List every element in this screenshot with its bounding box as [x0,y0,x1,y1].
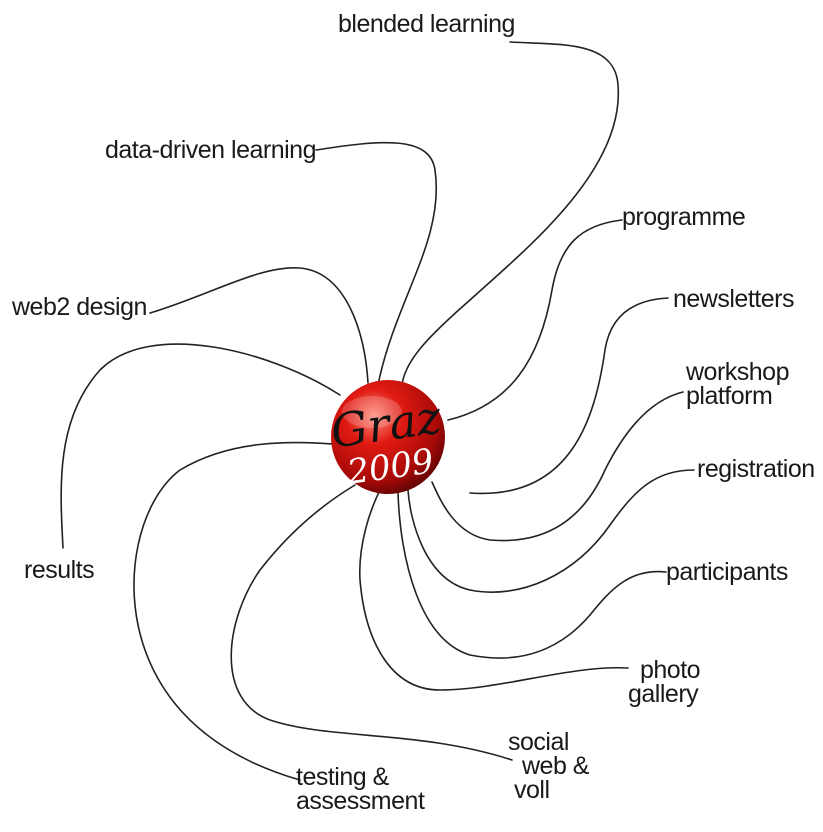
node-programme[interactable]: programme [622,203,746,231]
connector-data-driven-learning [315,141,437,386]
graz-2009-logo[interactable]: Graz 2009 [327,380,445,494]
connector-workshop-platform [431,391,684,542]
connector-newsletters [469,297,669,495]
connector-participants [397,491,667,659]
node-testing-assessment[interactable]: testing & assessment [296,763,425,815]
connector-blended-learning [401,41,619,386]
node-label: registration [697,455,815,483]
connector-web2-design [149,267,369,384]
node-label: participants [666,558,788,586]
connector-testing-assessment [133,441,346,781]
node-label-line-1: testing & [296,763,389,791]
node-results[interactable]: results [24,556,95,584]
node-label: programme [622,203,746,231]
node-label-line-2: gallery [628,680,699,708]
connector-photo-gallery [359,489,629,691]
node-registration[interactable]: registration [697,455,815,483]
node-workshop-platform[interactable]: workshop platform [686,358,790,410]
connector-social-web-voll [230,484,513,761]
connector-programme [447,219,623,421]
connector-registration [407,469,695,593]
node-label-line-2: web & [522,752,589,780]
node-label: web2 design [12,293,147,321]
node-label: results [24,556,95,584]
node-blended-learning[interactable]: blended learning [338,10,515,38]
node-label-line-2: assessment [296,787,425,815]
node-label-line-1: workshop [686,358,790,386]
node-photo-gallery[interactable]: photo gallery [628,656,701,708]
node-label: blended learning [338,10,515,38]
node-label: data-driven learning [105,136,316,164]
node-label-line-2: platform [686,382,773,410]
connector-results [60,343,341,549]
node-label: newsletters [673,285,794,313]
node-data-driven-learning[interactable]: data-driven learning [105,136,316,164]
node-participants[interactable]: participants [666,558,788,586]
node-label-line-1: photo [640,656,701,684]
node-newsletters[interactable]: newsletters [673,285,794,313]
node-label-line-3: voll [514,776,550,804]
node-label-line-1: social [508,728,569,756]
node-social-web-voll[interactable]: social web & voll [508,728,589,804]
node-web2-design[interactable]: web2 design [12,293,147,321]
